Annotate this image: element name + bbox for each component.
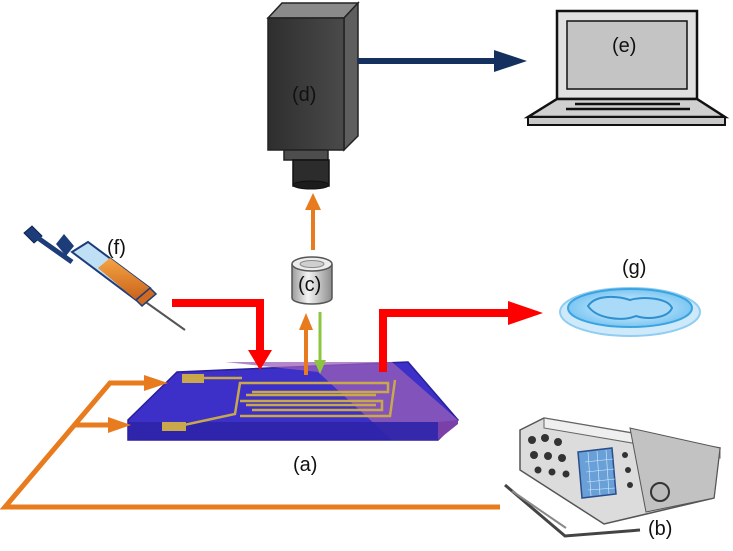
data-arrow <box>358 50 527 72</box>
syringe-icon <box>23 225 186 331</box>
label-camera: (d) <box>292 84 316 106</box>
label-lens: (c) <box>298 274 321 296</box>
fluid-inlet-arrow <box>172 299 272 370</box>
oscilloscope-icon <box>504 417 721 538</box>
excitation-arrows <box>299 312 326 375</box>
camera-icon <box>266 1 360 190</box>
fluid-outlet-arrow <box>379 301 543 372</box>
lens-icon <box>291 256 333 305</box>
electrical-connection-arrows <box>0 375 500 510</box>
petri-dish-icon <box>559 287 701 337</box>
optical-path-arrow <box>305 193 321 250</box>
laptop-icon <box>523 9 730 126</box>
label-oscilloscope: (b) <box>648 518 672 540</box>
label-dish: (g) <box>622 257 646 279</box>
label-syringe: (f) <box>107 237 126 259</box>
microfluidic-chip-icon <box>127 361 460 441</box>
label-computer: (e) <box>612 35 636 57</box>
label-chip: (a) <box>293 454 317 476</box>
